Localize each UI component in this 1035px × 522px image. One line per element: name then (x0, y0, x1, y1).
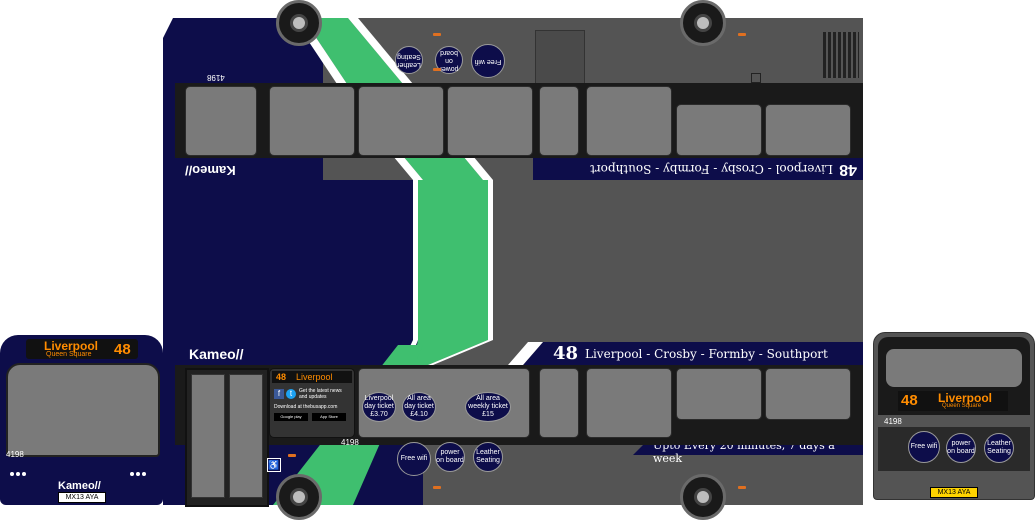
roof-marker (751, 73, 761, 83)
advert-destination: Liverpool (296, 372, 333, 382)
front-route-number: 48 (114, 341, 131, 358)
side-window-5 (539, 368, 579, 438)
top-brand: Kameo// (185, 163, 236, 178)
side-window-6 (586, 368, 672, 438)
rear-destination-name: Liverpool (938, 391, 993, 405)
rear-view: 48 Liverpool Queen Square 4198 Free wifi… (873, 332, 1035, 500)
top-window-4 (447, 86, 533, 156)
wheel-top-front (276, 0, 322, 46)
route-banner-text: Liverpool - Crosby - Formby - Southport (585, 347, 828, 361)
wheel-side-rear (680, 474, 726, 520)
front-headlights-right (130, 463, 150, 476)
route-banner-number: 48 (553, 343, 579, 364)
side-window-7 (676, 368, 762, 420)
front-destination-via: Queen Square (46, 351, 92, 358)
rear-window-frame: 48 Liverpool Queen Square (878, 337, 1030, 415)
top-window-7 (676, 104, 762, 156)
top-window-8 (765, 104, 851, 156)
facebook-icon: f (274, 389, 284, 399)
side-brand: Kameo// (189, 346, 244, 362)
front-headlights-left (10, 463, 30, 476)
marker-light (433, 33, 441, 36)
top-route-banner: 48 Liverpool - Crosby - Formby - Southpo… (533, 158, 863, 180)
rear-route-number: 48 (901, 392, 918, 409)
wheel-side-front (276, 474, 322, 520)
side-window-8 (765, 368, 851, 420)
rear-window (886, 349, 1022, 387)
google-play-badge: Google play (274, 413, 308, 421)
top-window-5 (539, 86, 579, 156)
top-window-6 (586, 86, 672, 156)
download-text: Download at thebusapp.com (274, 404, 338, 410)
wifi-badge: Free wifi (397, 442, 431, 476)
marker-light (738, 33, 746, 36)
rear-wifi-badge: Free wifi (908, 431, 940, 463)
rear-seating-badge: Leather Seating (984, 433, 1014, 463)
rear-engine-panel: Free wifi power on board Leather Seating (878, 427, 1030, 471)
roof-vent (823, 32, 859, 78)
top-window-1 (185, 86, 257, 156)
seating-badge: Leather Seating (473, 442, 503, 472)
app-advert: 48 Liverpool f t Get the latest news and… (269, 368, 355, 438)
power-badge: power on board (435, 442, 465, 472)
marker-light (738, 486, 746, 489)
rear-registration-plate: MX13 AYA (930, 487, 978, 498)
rear-destination-via: Queen Square (942, 403, 982, 409)
twitter-icon: t (286, 389, 296, 399)
front-windscreen (6, 363, 160, 457)
side-fleet-number: 4198 (341, 438, 359, 447)
top-fleet-number: 4198 (207, 73, 225, 82)
rear-fleet-number: 4198 (884, 417, 902, 426)
wheelchair-icon: ♿ (267, 458, 281, 472)
top-wifi-badge: Free wifi (471, 44, 505, 78)
front-brand: Kameo// (58, 480, 101, 492)
front-registration-plate: MX13 AYA (58, 492, 106, 503)
rear-power-badge: power on board (946, 433, 976, 463)
marker-light (433, 68, 441, 71)
top-view: 4198 48 Liverpool - Crosby - Formby - So… (163, 18, 863, 180)
top-seating-badge: Leather Seating (395, 46, 423, 74)
top-window-2 (269, 86, 355, 156)
marker-light (433, 486, 441, 489)
social-text: Get the latest news and updates (299, 388, 342, 400)
route-banner: 48 Liverpool - Crosby - Formby - Southpo… (543, 342, 863, 364)
front-destination-display: Liverpool Queen Square 48 (26, 339, 138, 359)
advert-route: 48 (276, 372, 287, 382)
front-fleet-number: 4198 (6, 450, 24, 459)
top-route-number: 48 (839, 161, 857, 178)
front-view: Liverpool Queen Square 48 4198 Kameo// M… (0, 335, 163, 505)
app-store-badge: App Store (312, 413, 346, 421)
wheel-top-rear (680, 0, 726, 46)
marker-light (288, 454, 296, 457)
front-destination-name: Liverpool (44, 339, 99, 353)
rear-destination-display: 48 Liverpool Queen Square (898, 391, 1008, 411)
front-doors (185, 368, 269, 507)
top-route-text: Liverpool - Crosby - Formby - Southport (590, 162, 833, 176)
side-view: Kameo// 48 Liverpool - Crosby - Formby -… (163, 180, 863, 507)
top-window-3 (358, 86, 444, 156)
